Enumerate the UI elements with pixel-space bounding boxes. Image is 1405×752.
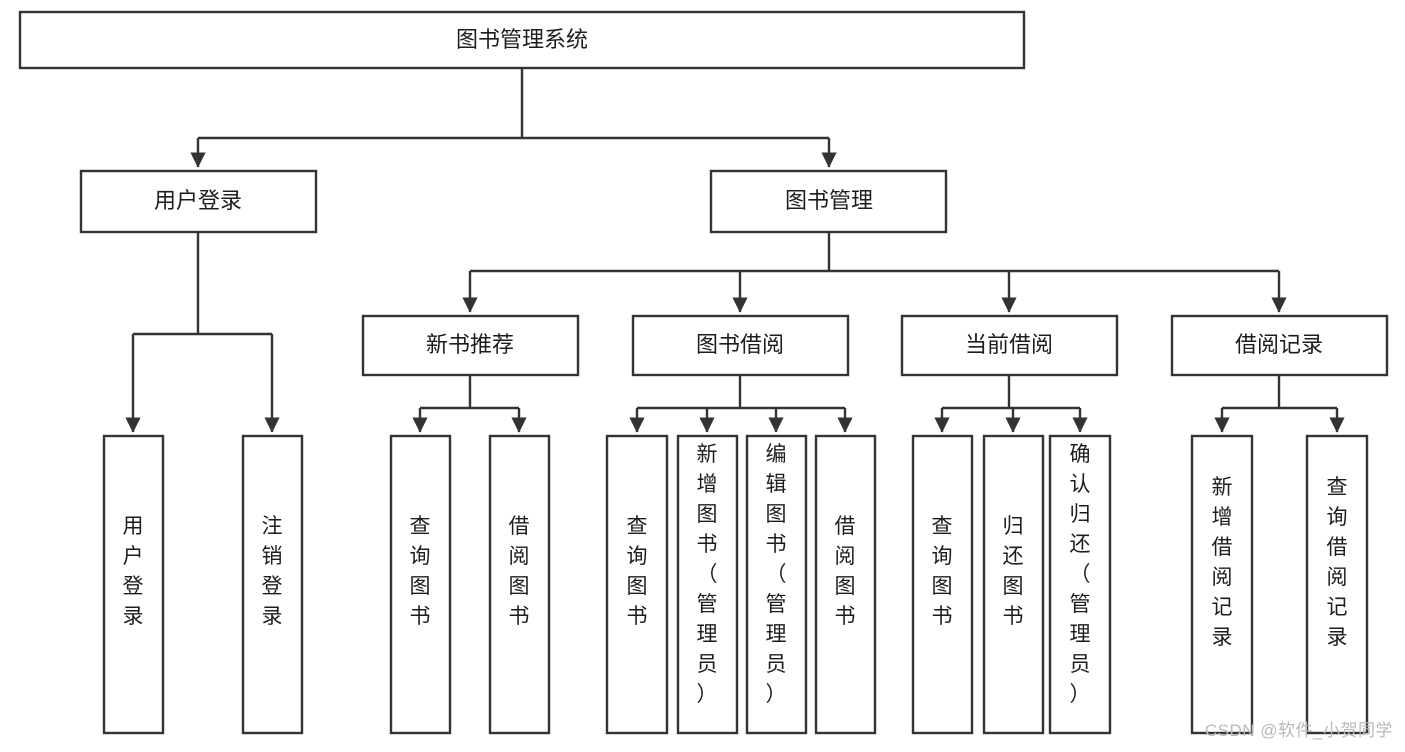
edge-group-user-login bbox=[125, 232, 280, 433]
node-leaf-add-book-admin-label: 新增图书（管理员） bbox=[697, 443, 718, 706]
node-leaf-borrow-book-2-label: 借阅图书 bbox=[835, 515, 856, 628]
node-leaf-return-book-box[interactable] bbox=[982, 434, 1045, 735]
node-user-login-label: 用户登录 bbox=[154, 188, 242, 213]
node-leaf-query-book-1-label: 查询图书 bbox=[410, 515, 431, 628]
node-user-login-box[interactable] bbox=[79, 169, 318, 234]
node-leaf-query-book-1[interactable]: 查询图书 bbox=[389, 434, 452, 735]
csdn-watermark: CSDN @软件_小贺同学 bbox=[1204, 721, 1393, 740]
node-leaf-query-borrow-record-label: 查询借阅记录 bbox=[1327, 476, 1348, 649]
edge-group-borrow-record bbox=[1214, 375, 1345, 433]
node-root[interactable]: 图书管理系统 bbox=[18, 10, 1026, 70]
node-leaf-confirm-return-admin[interactable]: 确认归还（管理员） bbox=[1048, 434, 1112, 735]
node-leaf-add-borrow-record-label: 新增借阅记录 bbox=[1212, 476, 1233, 649]
node-leaf-edit-book-admin[interactable]: 编辑图书（管理员） bbox=[745, 434, 808, 735]
node-leaf-user-login-box[interactable] bbox=[102, 434, 165, 735]
node-borrow-record-box[interactable] bbox=[1170, 314, 1389, 377]
node-leaf-add-borrow-record-box[interactable] bbox=[1190, 434, 1254, 735]
node-current-borrow-box[interactable] bbox=[900, 314, 1119, 377]
node-leaf-user-login[interactable]: 用户登录 bbox=[102, 434, 165, 735]
node-leaf-query-book-2[interactable]: 查询图书 bbox=[605, 434, 669, 735]
node-book-borrow-box[interactable] bbox=[631, 314, 850, 377]
node-book-borrow[interactable]: 图书借阅 bbox=[631, 314, 850, 377]
node-new-book-recommend-box[interactable] bbox=[361, 314, 580, 377]
node-leaf-query-book-3[interactable]: 查询图书 bbox=[911, 434, 974, 735]
node-leaf-borrow-book-2[interactable]: 借阅图书 bbox=[814, 434, 877, 735]
node-current-borrow[interactable]: 当前借阅 bbox=[900, 314, 1119, 377]
node-leaf-return-book[interactable]: 归还图书 bbox=[982, 434, 1045, 735]
node-new-book-recommend-label: 新书推荐 bbox=[426, 332, 514, 357]
edge-group-current-borrow bbox=[934, 375, 1088, 433]
edge-group-book-manage bbox=[462, 232, 1287, 313]
node-root-box[interactable] bbox=[18, 10, 1026, 70]
node-leaf-user-login-label: 用户登录 bbox=[123, 515, 144, 628]
node-leaf-query-borrow-record[interactable]: 查询借阅记录 bbox=[1305, 434, 1369, 735]
node-new-book-recommend[interactable]: 新书推荐 bbox=[361, 314, 580, 377]
node-leaf-borrow-book-1-box[interactable] bbox=[488, 434, 551, 735]
edge-group-root bbox=[190, 68, 837, 168]
node-leaf-logout-login[interactable]: 注销登录 bbox=[241, 434, 304, 735]
node-leaf-edit-book-admin-box[interactable] bbox=[745, 434, 808, 735]
node-book-manage-label: 图书管理 bbox=[785, 188, 873, 213]
node-leaf-add-book-admin[interactable]: 新增图书（管理员） bbox=[676, 434, 739, 735]
node-borrow-record-label: 借阅记录 bbox=[1235, 332, 1323, 357]
node-root-label: 图书管理系统 bbox=[456, 27, 588, 52]
node-leaf-confirm-return-admin-label: 确认归还（管理员） bbox=[1070, 443, 1091, 706]
node-leaf-query-book-2-box[interactable] bbox=[605, 434, 669, 735]
node-leaf-borrow-book-1-label: 借阅图书 bbox=[509, 515, 530, 628]
node-user-login[interactable]: 用户登录 bbox=[79, 169, 318, 234]
node-leaf-query-book-1-box[interactable] bbox=[389, 434, 452, 735]
node-leaf-query-book-2-label: 查询图书 bbox=[627, 515, 648, 628]
node-leaf-query-book-3-label: 查询图书 bbox=[932, 515, 953, 628]
node-leaf-return-book-label: 归还图书 bbox=[1003, 515, 1024, 628]
node-leaf-add-book-admin-box[interactable] bbox=[676, 434, 739, 735]
node-current-borrow-label: 当前借阅 bbox=[965, 332, 1053, 357]
node-book-manage-box[interactable] bbox=[709, 169, 948, 234]
node-leaf-logout-login-label: 注销登录 bbox=[262, 515, 283, 628]
node-leaf-confirm-return-admin-box[interactable] bbox=[1048, 434, 1112, 735]
node-leaf-borrow-book-1[interactable]: 借阅图书 bbox=[488, 434, 551, 735]
node-leaf-borrow-book-2-box[interactable] bbox=[814, 434, 877, 735]
node-leaf-query-borrow-record-box[interactable] bbox=[1305, 434, 1369, 735]
node-borrow-record[interactable]: 借阅记录 bbox=[1170, 314, 1389, 377]
node-leaf-add-borrow-record[interactable]: 新增借阅记录 bbox=[1190, 434, 1254, 735]
node-book-manage[interactable]: 图书管理 bbox=[709, 169, 948, 234]
node-leaf-query-book-3-box[interactable] bbox=[911, 434, 974, 735]
node-book-borrow-label: 图书借阅 bbox=[696, 332, 784, 357]
node-leaf-logout-login-box[interactable] bbox=[241, 434, 304, 735]
node-leaf-edit-book-admin-label: 编辑图书（管理员） bbox=[766, 443, 787, 706]
edge-group-new-book-recommend bbox=[412, 375, 527, 433]
edge-group-book-borrow bbox=[629, 375, 853, 433]
